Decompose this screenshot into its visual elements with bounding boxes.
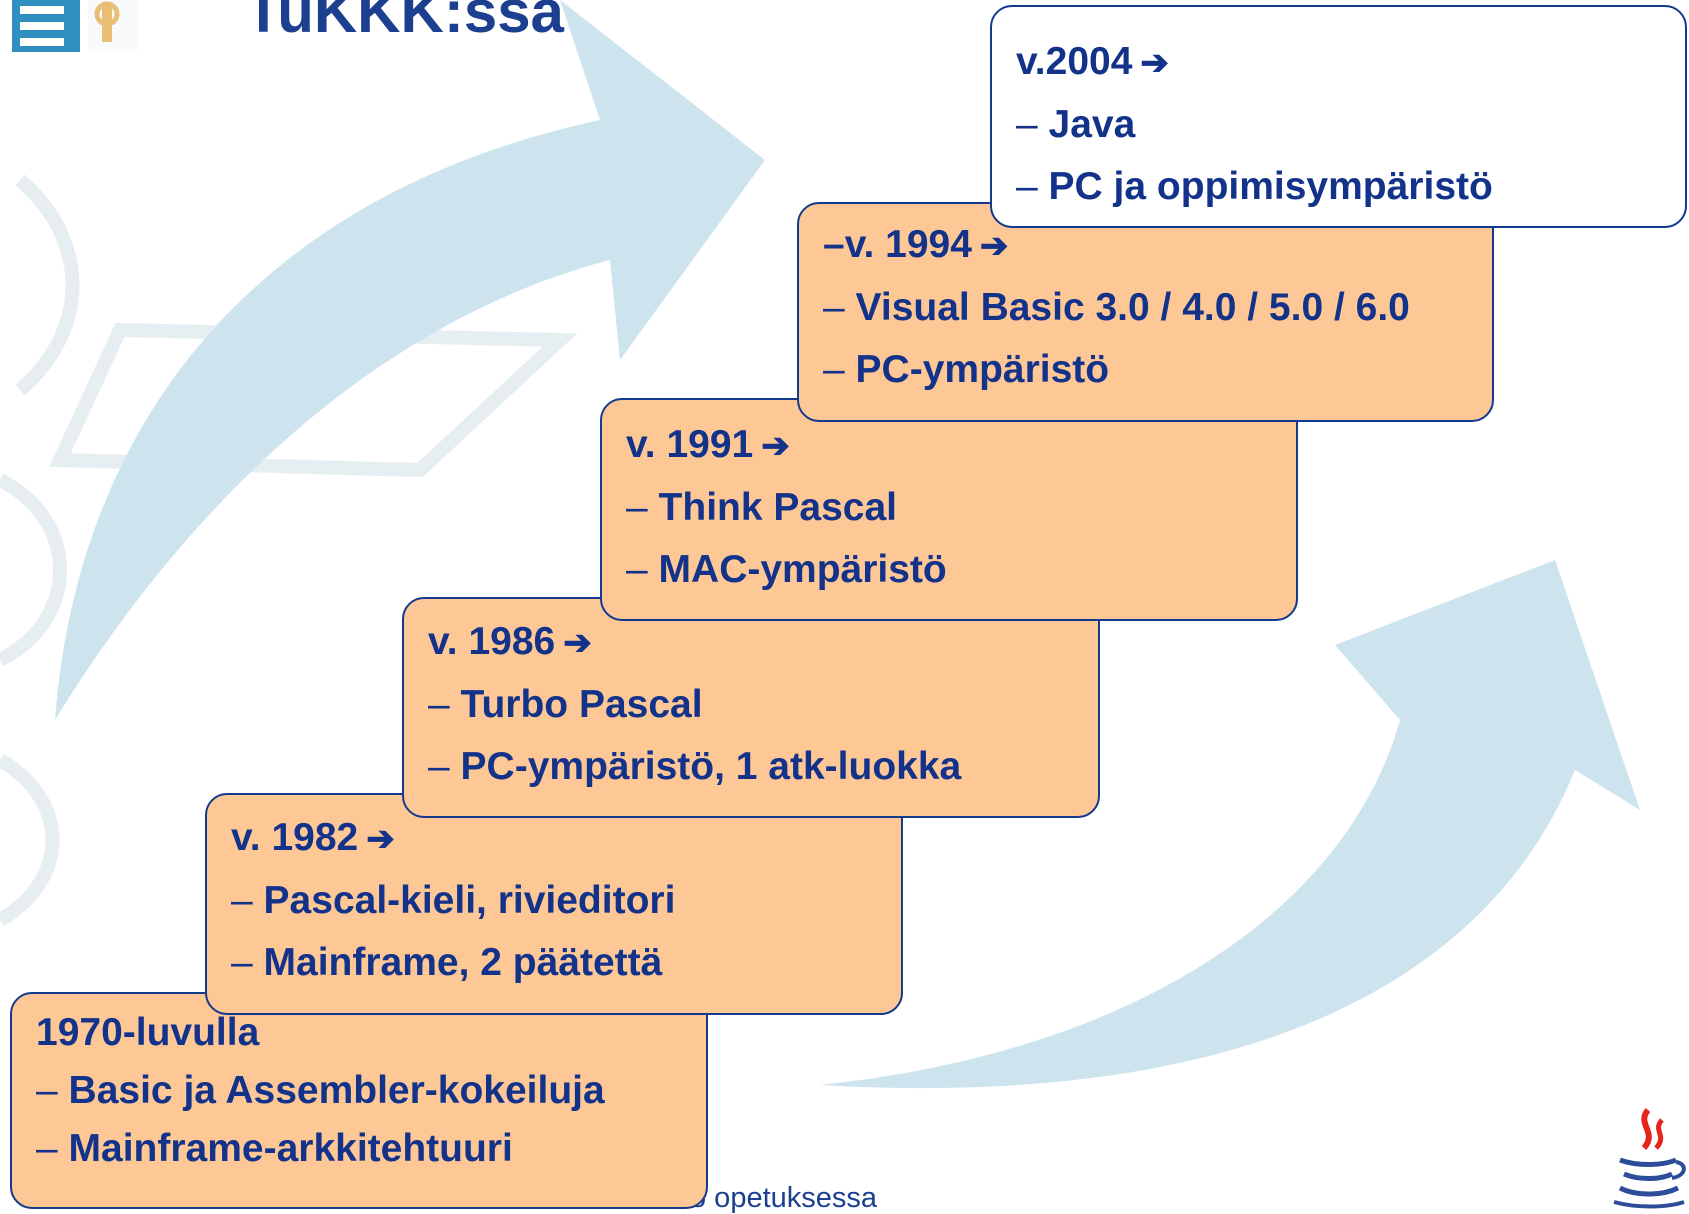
dash-glyph: – (626, 486, 648, 529)
step-item: MAC-ympäristö (658, 548, 947, 591)
arrow-right-icon: ➔ (761, 427, 790, 465)
dash-glyph: – (428, 745, 450, 788)
left-curved-arrow (55, 0, 765, 720)
dash-glyph: – (626, 548, 648, 591)
logo-icon (12, 0, 138, 52)
timeline-step-1982: v. 1982➔ – Pascal-kieli, rivieditori – M… (205, 793, 903, 1015)
step-item: PC-ympäristö (855, 348, 1110, 391)
step-item: Pascal-kieli, rivieditori (263, 879, 676, 922)
step-heading: v. 1986 (428, 620, 556, 663)
footer-text: o opetuksessa (690, 1182, 878, 1214)
dash-glyph: – (231, 879, 253, 922)
dash-glyph: – (1016, 103, 1038, 146)
timeline-step-1970: 1970-luvulla – Basic ja Assembler-kokeil… (10, 992, 708, 1209)
page-title: TuKKK:ssa (245, 0, 564, 45)
arrow-right-icon: ➔ (563, 624, 592, 662)
step-heading: 1970-luvulla (36, 1011, 260, 1054)
timeline-step-1991: v. 1991➔ – Think Pascal – MAC-ympäristö (600, 398, 1298, 621)
dash-glyph: – (36, 1127, 58, 1170)
right-curved-arrow (820, 560, 1640, 1089)
arrow-right-icon: ➔ (1140, 44, 1169, 82)
step-item: Java (1048, 103, 1136, 146)
step-item: PC-ympäristö, 1 atk-luokka (460, 745, 962, 788)
step-item: Turbo Pascal (460, 683, 703, 726)
arrow-right-icon: ➔ (979, 227, 1009, 265)
step-heading: v. 1982 (231, 816, 359, 859)
step-item: Mainframe, 2 päätettä (263, 941, 663, 984)
step-item: Basic ja Assembler-kokeiluja (68, 1069, 605, 1112)
step-item: Visual Basic 3.0 / 4.0 / 5.0 / 6.0 (855, 286, 1410, 329)
arrow-right-icon: ➔ (366, 820, 395, 858)
dash-glyph: – (823, 348, 845, 391)
step-item: Mainframe-arkkitehtuuri (68, 1127, 513, 1170)
step-heading: –v. 1994 (823, 223, 972, 266)
step-item: PC ja oppimisympäristö (1048, 165, 1493, 208)
dash-glyph: – (36, 1069, 58, 1112)
timeline-step-2004: v.2004➔ – Java – PC ja oppimisympäristö (990, 5, 1687, 228)
step-item: Think Pascal (658, 486, 897, 529)
timeline-step-1986: v. 1986➔ – Turbo Pascal – PC-ympäristö, … (402, 597, 1100, 818)
dash-glyph: – (428, 683, 450, 726)
timeline-step-1994: –v. 1994➔ – Visual Basic 3.0 / 4.0 / 5.0… (797, 202, 1494, 422)
step-heading: v.2004 (1016, 40, 1133, 83)
java-logo-icon (1613, 1108, 1686, 1209)
step-heading: v. 1991 (626, 423, 754, 466)
dash-glyph: – (823, 286, 845, 329)
dash-glyph: – (231, 941, 253, 984)
dash-glyph: – (1016, 165, 1038, 208)
